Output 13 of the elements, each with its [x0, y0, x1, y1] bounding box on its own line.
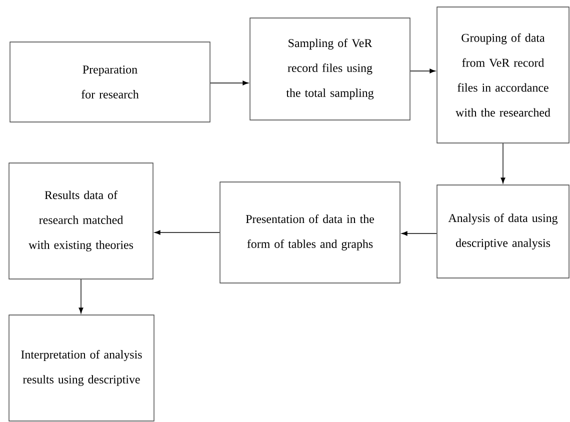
process-box: Interpretation of analysis results using descriptive: [8, 314, 154, 422]
arrow: [402, 231, 437, 236]
process-box: Analysis of data using descriptive analysis: [436, 184, 570, 278]
process-box: Preparation for research: [10, 42, 210, 122]
arrow: [154, 230, 220, 235]
arrow: [500, 143, 506, 184]
arrow: [78, 279, 84, 314]
arrow: [410, 68, 436, 74]
process-box: Results data of research matched with existing theories: [8, 162, 154, 280]
process-box: Presentation of data in the form of tables and graphs: [220, 182, 400, 284]
process-box: Grouping of data from VeR record files in accordance with the researched: [436, 6, 570, 144]
process-box: Sampling of VeR record files using the total sampling: [250, 18, 410, 120]
arrow: [210, 80, 248, 86]
